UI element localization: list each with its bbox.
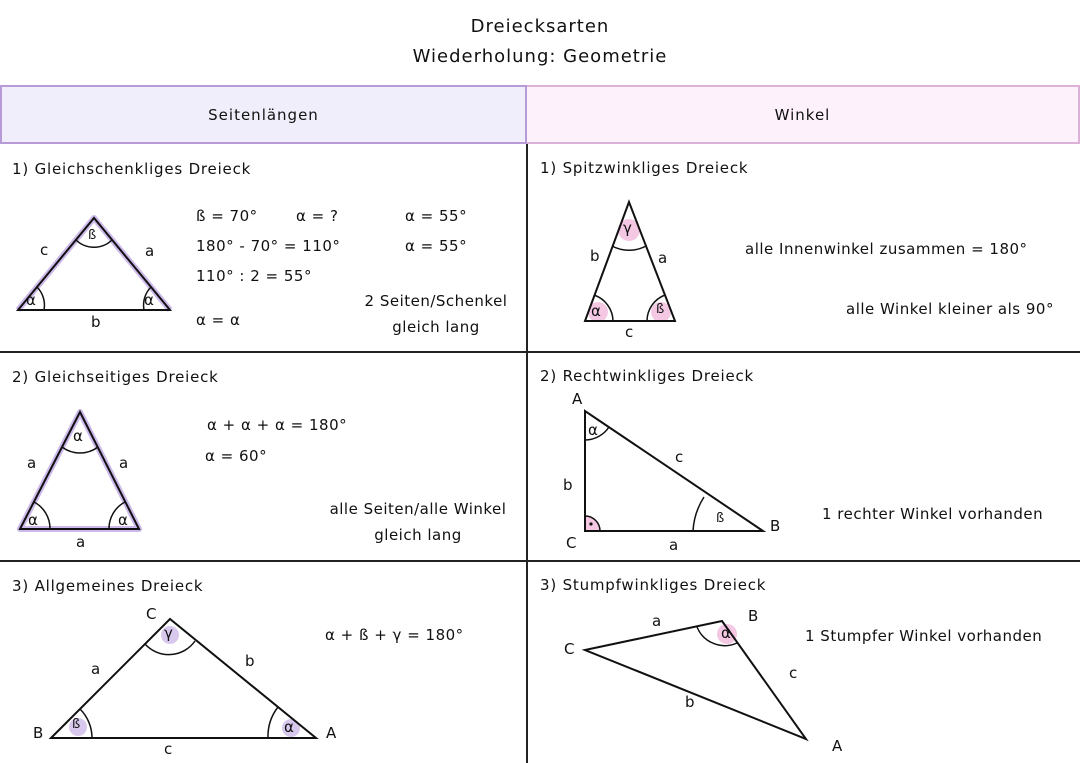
- section-title: 2) Rechtwinkliges Dreieck: [540, 367, 755, 385]
- side-label-c: c: [164, 740, 173, 758]
- side-label-c: c: [40, 241, 49, 259]
- note-text: 1 rechter Winkel vorhanden: [822, 505, 1044, 523]
- column-header-label: Seitenlängen: [208, 105, 319, 124]
- angle-label-alpha: α: [588, 421, 599, 439]
- angle-label-beta: ß: [88, 228, 97, 243]
- row-divider: [0, 351, 1080, 353]
- side-label-a: a: [669, 536, 679, 554]
- angle-label-alpha: α: [118, 511, 129, 529]
- angle-label-beta: ß: [72, 717, 81, 732]
- page-subtitle: Wiederholung: Geometrie: [412, 46, 668, 67]
- page-title: Dreiecksarten: [470, 16, 610, 37]
- formula: α + ß + γ = 180°: [325, 626, 464, 644]
- vertex-label-c: C: [566, 534, 577, 552]
- vertex-label-c: C: [146, 605, 157, 623]
- side-label-c: c: [625, 323, 634, 341]
- angle-label-alpha: α: [28, 511, 39, 529]
- vertex-label-c: C: [564, 640, 575, 658]
- angle-label-alpha: α: [721, 624, 732, 642]
- section-title: 3) Stumpfwinkliges Dreieck: [540, 576, 767, 594]
- note-text: alle Seiten/alle Winkel: [329, 500, 507, 518]
- column-header-winkel: Winkel: [527, 85, 1080, 144]
- angle-label-gamma: γ: [623, 219, 633, 237]
- section-title: 2) Gleichseitiges Dreieck: [12, 368, 219, 386]
- calc-line: α = ?: [296, 207, 339, 225]
- calc-line: 110° : 2 = 55°: [196, 267, 312, 285]
- side-label-c: c: [789, 664, 798, 682]
- column-header-seitenlaengen: Seitenlängen: [0, 85, 527, 144]
- note-text: 2 Seiten/Schenkel: [364, 292, 508, 310]
- angle-label-alpha: α: [73, 427, 84, 445]
- note-text: alle Winkel kleiner als 90°: [846, 300, 1054, 318]
- side-label-a: a: [76, 533, 86, 551]
- side-label-b: b: [91, 313, 102, 331]
- calc-line: α + α + α = 180°: [207, 416, 348, 434]
- column-divider: [526, 144, 528, 763]
- angle-label-gamma: γ: [164, 624, 174, 642]
- vertex-label-b: B: [748, 607, 759, 625]
- column-header-label: Winkel: [774, 105, 831, 124]
- side-label-c: c: [675, 448, 684, 466]
- side-label-b: b: [245, 652, 256, 670]
- angle-label-alpha: α: [26, 291, 37, 309]
- angle-label-alpha: α: [144, 291, 155, 309]
- section-title: 3) Allgemeines Dreieck: [12, 577, 204, 595]
- section-title: 1) Gleichschenkliges Dreieck: [12, 160, 252, 178]
- calc-line: 180° - 70° = 110°: [196, 237, 341, 255]
- side-label-a: a: [119, 454, 129, 472]
- angle-label-alpha: α: [284, 718, 295, 736]
- row-divider: [0, 560, 1080, 562]
- side-label-a: a: [652, 612, 662, 630]
- side-label-b: b: [685, 693, 696, 711]
- angle-label-beta: ß: [656, 302, 665, 317]
- calc-line: α = 60°: [205, 447, 268, 465]
- side-label-a: a: [658, 249, 668, 267]
- side-label-a: a: [145, 242, 155, 260]
- vertex-label-a: A: [572, 390, 583, 408]
- angle-label-beta: ß: [716, 511, 725, 526]
- side-label-b: b: [563, 476, 574, 494]
- vertex-label-b: B: [33, 724, 44, 742]
- result-line: α = 55°: [405, 237, 468, 255]
- note-text: alle Innenwinkel zusammen = 180°: [745, 240, 1028, 258]
- vertex-label-a: A: [326, 724, 337, 742]
- vertex-label-b: B: [770, 517, 781, 535]
- vertex-label-a: A: [832, 737, 843, 755]
- result-line: α = 55°: [405, 207, 468, 225]
- side-label-a: a: [91, 660, 101, 678]
- note-text: 1 Stumpfer Winkel vorhanden: [805, 627, 1043, 645]
- calc-line: ß = 70°: [196, 207, 258, 225]
- note-text: gleich lang: [392, 318, 480, 336]
- section-title: 1) Spitzwinkliges Dreieck: [540, 159, 749, 177]
- side-label-b: b: [590, 247, 601, 265]
- note-text: gleich lang: [374, 526, 462, 544]
- angle-label-alpha: α: [591, 302, 602, 320]
- side-label-a: a: [27, 454, 37, 472]
- calc-line: α = α: [196, 311, 241, 329]
